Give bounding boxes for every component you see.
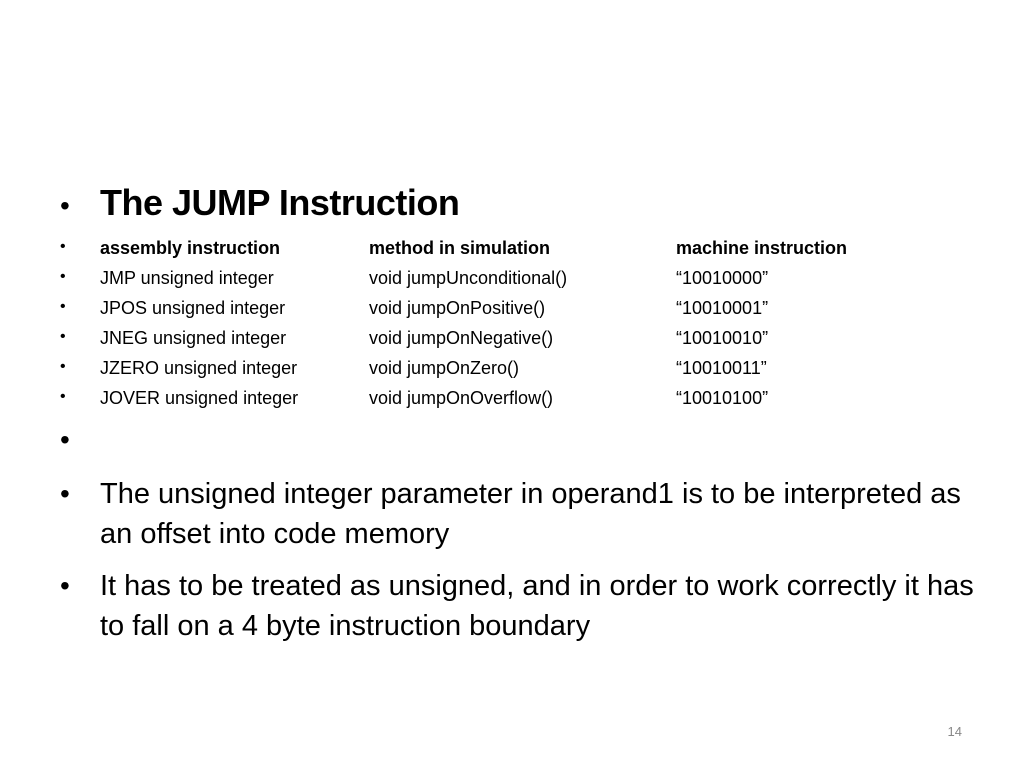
method-cell: void jumpOnZero()	[369, 358, 520, 378]
machine-instruction-cell: “10010100”	[676, 388, 769, 408]
bullet-icon: •	[60, 570, 70, 601]
paragraph-text: The unsigned integer parameter in operan…	[100, 478, 961, 550]
bullet-icon: •	[60, 388, 66, 405]
machine-instruction-cell: “10010010”	[676, 328, 769, 348]
paragraph-bullet-item: • The unsigned integer parameter in oper…	[60, 474, 980, 554]
assembly-instruction-cell: JNEG unsigned integer	[100, 328, 287, 348]
machine-instruction-cell: “10010000”	[676, 268, 769, 288]
empty-bullet-text	[100, 420, 980, 460]
heading-bullet-item: • The JUMP Instruction	[60, 182, 460, 224]
method-cell: void jumpOnPositive()	[369, 298, 546, 318]
method-cell: void jumpOnNegative()	[369, 328, 554, 348]
bullet-icon: •	[60, 298, 66, 315]
assembly-instruction-cell: JMP unsigned integer	[100, 268, 274, 288]
header-assembly-instruction: assembly instruction	[100, 238, 281, 258]
assembly-instruction-cell: JPOS unsigned integer	[100, 298, 286, 318]
header-method-in-simulation: method in simulation	[369, 238, 551, 258]
assembly-instruction-cell: JZERO unsigned integer	[100, 358, 298, 378]
bullet-icon: •	[60, 238, 66, 255]
machine-instruction-cell: “10010011”	[676, 358, 767, 378]
method-cell: void jumpUnconditional()	[369, 268, 568, 288]
bullet-icon: •	[60, 268, 66, 285]
machine-instruction-cell: “10010001”	[676, 298, 769, 318]
empty-bullet-item: •	[60, 420, 980, 460]
paragraph-bullet-item: • It has to be treated as unsigned, and …	[60, 566, 980, 646]
bullet-icon: •	[60, 328, 66, 345]
bullet-icon: •	[60, 358, 66, 375]
method-cell: void jumpOnOverflow()	[369, 388, 554, 408]
bullet-icon: •	[60, 190, 70, 221]
slide-heading: The JUMP Instruction	[100, 182, 460, 223]
header-machine-instruction: machine instruction	[676, 238, 848, 258]
paragraph-text: It has to be treated as unsigned, and in…	[100, 570, 974, 642]
page-number: 14	[947, 724, 962, 739]
bullet-icon: •	[60, 424, 70, 455]
assembly-instruction-cell: JOVER unsigned integer	[100, 388, 299, 408]
bullet-icon: •	[60, 478, 70, 509]
